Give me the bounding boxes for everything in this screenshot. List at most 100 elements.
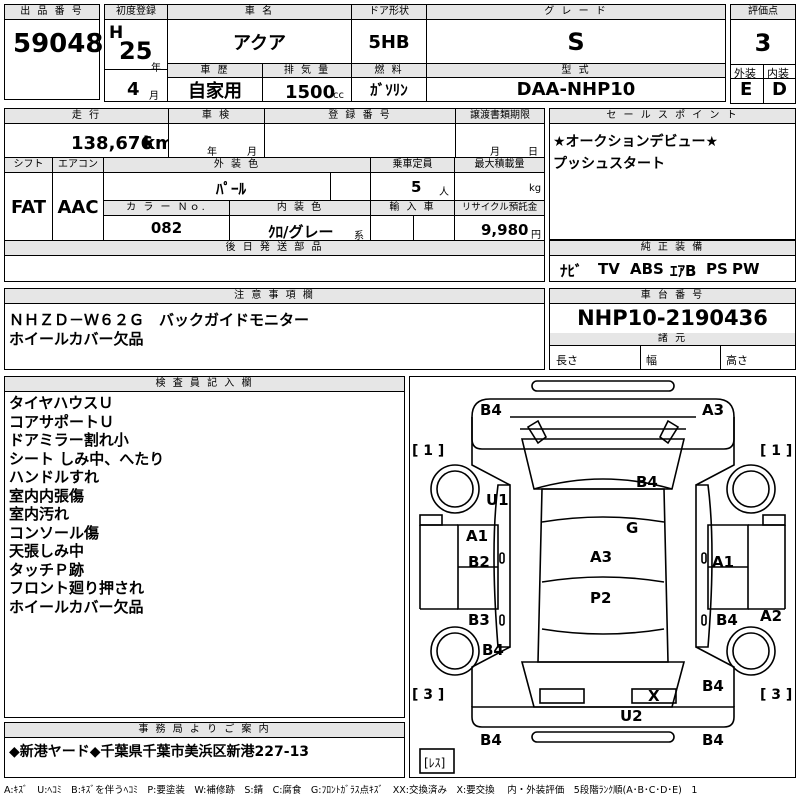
inspector-line: フロント廻り押され <box>9 579 145 597</box>
fuel-label: 燃 料 <box>352 64 426 78</box>
grade-cell: グ レ ー ド S <box>426 4 726 64</box>
lot-label: 出 品 番 号 <box>5 5 99 20</box>
tire-grade: [ 1 ] <box>760 443 792 459</box>
history-cell: 車 歴 自家用 <box>167 63 263 102</box>
damage-mark: A3 <box>590 548 612 566</box>
chassis-cell: 車 台 番 号 NHP10-2190436 諸 元 長さ 幅 高さ <box>549 288 796 370</box>
lot-number: 59048 <box>13 29 104 59</box>
capacity-label: 乗車定員 <box>371 158 454 173</box>
import-label: 輸 入 車 <box>371 201 454 216</box>
displacement-label: 排 気 量 <box>263 64 351 78</box>
damage-mark: B4 <box>636 473 658 491</box>
equipment-item: TV <box>598 260 620 278</box>
max-load-label: 最大積載量 <box>455 158 544 173</box>
inspection-label: 車 検 <box>169 109 264 124</box>
color-no-value: 082 <box>150 219 183 237</box>
aircon-value: AAC <box>57 196 99 218</box>
equipment-item: PW <box>732 260 760 278</box>
displacement-cell: 排 気 量 1500 cc <box>262 63 352 103</box>
aircon-cell: エアコン AAC <box>52 157 104 241</box>
chassis-number: NHP10-2190436 <box>577 306 768 330</box>
inspector-line: タイヤハウスＵ <box>9 394 114 412</box>
specs-label: 諸 元 <box>550 333 795 346</box>
first-reg-month-unit: 月 <box>149 91 159 102</box>
inspector-line: シート しみ中、へたり <box>9 449 165 468</box>
car-name-label: 車 名 <box>168 5 351 20</box>
sales-points-label: セ ー ル ス ポ イ ン ト <box>550 109 795 124</box>
import-cell: 輸 入 車 <box>370 200 455 241</box>
inspector-line: ドアミラー割れ小 <box>9 431 129 449</box>
lot-cell: 出 品 番 号 59048 <box>4 4 104 100</box>
registration-label: 登 録 番 号 <box>265 109 455 124</box>
door-label: ドア形状 <box>352 5 426 20</box>
sales-points-cell: セ ー ル ス ポ イ ン ト ★オークションデビュー★ プッシュスタート <box>549 108 796 240</box>
notes-label: 注 意 事 項 欄 <box>5 289 544 304</box>
office-label: 事 務 局 よ り ご 案 内 <box>5 723 404 738</box>
inspector-label: 検 査 員 記 入 欄 <box>5 377 404 392</box>
equipment-label: 純 正 装 備 <box>550 241 795 256</box>
inspector-line: 室内内張傷 <box>9 486 85 505</box>
first-reg-era: H <box>109 23 124 43</box>
interior-color-cell: 内 装 色 ｸﾛ/グレー 系 <box>229 200 371 242</box>
mileage-unit: km <box>143 133 174 154</box>
equipment-item: ｴｱB <box>670 262 697 280</box>
interior-color-label: 内 装 色 <box>230 201 370 216</box>
inspector-line: コンソール傷 <box>9 523 100 542</box>
tire-grade: [ 3 ] <box>760 687 792 703</box>
office-value: ◆新港ヤード◆千葉県千葉市美浜区新港227-13 <box>9 744 310 760</box>
damage-mark: A1 <box>466 527 488 545</box>
door-cell: ドア形状 5HB <box>351 4 427 64</box>
transfer-cell: 譲渡書類期限 月 日 <box>455 108 545 158</box>
exterior-color-cell: 外 装 色 ﾊﾟｰﾙ <box>103 157 371 201</box>
score-ext-value: E <box>740 79 753 100</box>
mileage-cell: 走 行 138,676 km <box>4 108 174 158</box>
exterior-color-label: 外 装 色 <box>104 158 370 173</box>
car-name-value: アクア <box>232 33 287 54</box>
damage-mark: A2 <box>760 607 782 625</box>
score-cell: 評価点 3 外装 内装 E D <box>730 4 796 104</box>
chassis-label: 車 台 番 号 <box>550 289 795 304</box>
score-value: 3 <box>754 29 772 57</box>
capacity-cell: 乗車定員 5 人 <box>370 157 455 201</box>
later-parts-cell: 後 日 発 送 部 品 <box>4 240 545 282</box>
interior-color-unit: 系 <box>354 231 364 242</box>
first-reg-year-unit: 年 <box>151 63 161 74</box>
tire-grade: [ 3 ] <box>412 687 444 703</box>
inspection-month-unit: 月 <box>247 147 257 158</box>
score-ext-label: 外装 <box>734 67 756 80</box>
history-value: 自家用 <box>188 80 242 102</box>
shift-value: FAT <box>10 196 47 218</box>
later-parts-label: 後 日 発 送 部 品 <box>5 241 544 256</box>
transfer-month-unit: 月 <box>490 147 500 158</box>
inspector-line: タッチＰ跡 <box>9 560 85 579</box>
damage-mark: X <box>648 687 660 705</box>
equipment-cell: 純 正 装 備 ﾅﾋﾞ TV ABS ｴｱB PS PW <box>549 240 796 282</box>
damage-mark: P2 <box>590 589 611 607</box>
damage-mark: U1 <box>486 491 509 509</box>
notes-line: ＮＨＺＤ－Ｗ６２Ｇ バックガイドモニター <box>9 311 310 329</box>
damage-mark: B4 <box>716 611 738 629</box>
first-reg-month: 4 <box>127 79 140 100</box>
max-load-unit: kg <box>529 183 542 194</box>
grade-label: グ レ ー ド <box>427 5 725 20</box>
displacement-unit: cc <box>333 90 344 101</box>
exterior-color-value: ﾊﾟｰﾙ <box>216 180 247 198</box>
equipment-item: PS <box>706 260 728 278</box>
inspection-year-unit: 年 <box>207 147 217 158</box>
car-name-cell: 車 名 アクア <box>167 4 352 64</box>
notes-line: ホイールカバー欠品 <box>9 330 144 348</box>
mileage-value: 138,676 <box>71 133 153 154</box>
first-reg-year: 25 <box>119 37 153 65</box>
model-label: 型 式 <box>427 64 725 78</box>
damage-mark: U2 <box>620 707 643 725</box>
specs-height: 高さ <box>726 354 748 367</box>
damage-mark: B4 <box>480 401 502 419</box>
first-reg-label: 初度登録 <box>105 5 167 20</box>
inspector-line: 室内汚れ <box>9 505 70 523</box>
color-no-cell: カ ラ ー Ｎｏ. 082 <box>103 200 230 241</box>
notes-cell: 注 意 事 項 欄 ＮＨＺＤ－Ｗ６２Ｇ バックガイドモニター ホイールカバー欠品 <box>4 288 545 370</box>
recycle-unit: 円 <box>531 230 541 241</box>
damage-mark: A1 <box>712 553 734 571</box>
